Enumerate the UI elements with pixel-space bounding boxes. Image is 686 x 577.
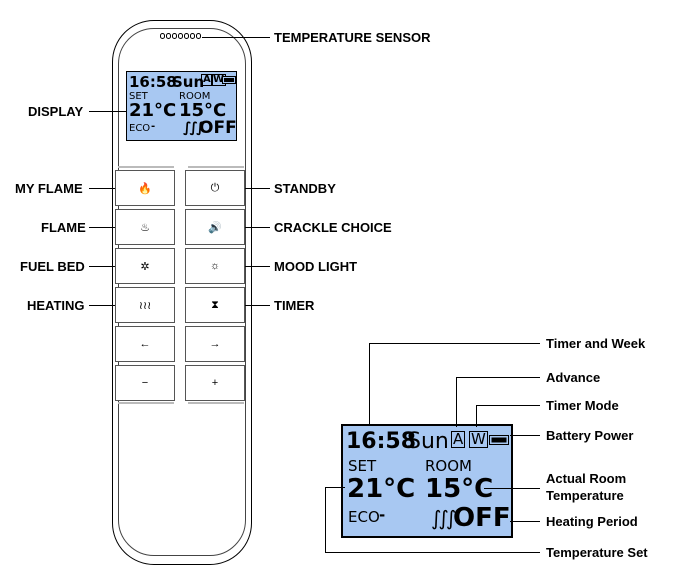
leader-line xyxy=(89,305,115,306)
leader-line xyxy=(245,266,270,267)
fuel-bed-icon: ✲ xyxy=(140,260,150,273)
callout-line xyxy=(325,552,540,553)
callout-line xyxy=(476,405,540,406)
label-heating: HEATING xyxy=(27,298,85,313)
flame-outline-icon: ♨ xyxy=(140,221,150,234)
crackle-choice-button[interactable]: 🔊 xyxy=(185,209,245,245)
leader-line xyxy=(245,227,270,228)
callout-temperature-set: Temperature Set xyxy=(546,545,648,560)
display-advance-flag: A xyxy=(201,74,213,86)
callout-advance: Advance xyxy=(546,370,601,385)
left-arrow-button[interactable]: ← xyxy=(115,326,175,362)
hourglass-icon: ⧗ xyxy=(211,298,219,311)
callout-actual-room-line2: Temperature xyxy=(546,488,624,503)
speaker-icon: 🔊 xyxy=(208,221,222,234)
mood-light-icon: ☼ xyxy=(209,260,221,272)
callout-line xyxy=(476,405,477,427)
heat-waves-icon: ∫∫∫ xyxy=(431,506,456,530)
left-arrow-icon: ← xyxy=(139,338,151,350)
detail-time: 16:58 xyxy=(346,429,417,454)
callout-heating-period: Heating Period xyxy=(546,514,638,529)
plus-button[interactable]: + xyxy=(185,365,245,401)
label-mood-light: MOOD LIGHT xyxy=(274,259,358,274)
label-crackle-choice: CRACKLE CHOICE xyxy=(274,220,392,235)
leader-line xyxy=(89,227,115,228)
timer-button[interactable]: ⧗ xyxy=(185,287,245,323)
leader-line xyxy=(202,37,270,38)
display-time: 16:58 xyxy=(129,73,177,91)
right-arrow-button[interactable]: → xyxy=(185,326,245,362)
callout-line xyxy=(369,343,540,344)
display-day: Sun xyxy=(172,73,205,91)
remote-display: 16:58 Sun A W SET ROOM 21°C 15°C ECO - ∫… xyxy=(126,71,237,141)
battery-icon xyxy=(489,435,509,445)
minus-icon: − xyxy=(141,377,149,389)
detail-room-label: ROOM xyxy=(425,457,472,475)
callout-battery-power: Battery Power xyxy=(546,428,634,443)
detail-eco: ECO xyxy=(348,508,380,526)
flame-icon: 🔥 xyxy=(138,182,152,195)
power-icon: ⏻ xyxy=(210,181,220,194)
label-standby: STANDBY xyxy=(274,181,336,196)
flame-button[interactable]: ♨ xyxy=(115,209,175,245)
callout-line xyxy=(325,487,326,553)
standby-button[interactable]: ⏻ xyxy=(185,170,245,206)
display-room-temp: 15°C xyxy=(179,100,227,121)
separator xyxy=(188,166,244,168)
label-display: DISPLAY xyxy=(28,104,84,119)
leader-line xyxy=(89,188,115,189)
display-heating-period: OFF xyxy=(199,118,237,138)
callout-actual-room-line1: Actual Room xyxy=(546,471,627,486)
my-flame-button[interactable]: 🔥 xyxy=(115,170,175,206)
right-arrow-icon: → xyxy=(209,338,221,350)
label-fuel-bed: FUEL BED xyxy=(20,259,85,274)
callout-line xyxy=(369,343,370,426)
display-set-label: SET xyxy=(129,91,148,102)
leader-line xyxy=(89,266,115,267)
temperature-sensor xyxy=(160,33,202,42)
callout-line xyxy=(510,435,540,436)
callout-timer-and-week: Timer and Week xyxy=(546,336,646,351)
display-detail: 16:58 Sun A W SET ROOM 21°C 15°C ECO - ∫… xyxy=(341,424,513,538)
detail-set-label: SET xyxy=(348,457,377,475)
label-timer: TIMER xyxy=(274,298,315,313)
label-flame: FLAME xyxy=(41,220,86,235)
display-set-temp: 21°C xyxy=(129,100,177,121)
battery-icon xyxy=(222,76,236,84)
label-my-flame: MY FLAME xyxy=(15,181,83,196)
detail-set-temp: 21°C xyxy=(347,474,416,504)
detail-timer-mode-flag: W xyxy=(469,430,488,448)
minus-button[interactable]: − xyxy=(115,365,175,401)
leader-line xyxy=(89,111,126,112)
fuel-bed-button[interactable]: ✲ xyxy=(115,248,175,284)
separator xyxy=(118,402,174,404)
mood-light-button[interactable]: ☼ xyxy=(185,248,245,284)
detail-room-temp: 15°C xyxy=(425,474,494,504)
heat-waves-icon: ∫∫∫ xyxy=(183,120,205,136)
label-temperature-sensor: TEMPERATURE SENSOR xyxy=(274,30,431,45)
separator xyxy=(188,402,244,404)
eco-dash: - xyxy=(151,121,156,132)
callout-line xyxy=(510,521,540,522)
display-room-label: ROOM xyxy=(179,91,211,102)
callout-timer-mode: Timer Mode xyxy=(546,398,619,413)
heating-button[interactable]: ≀≀≀ xyxy=(115,287,175,323)
heat-waves-icon: ≀≀≀ xyxy=(138,299,152,312)
display-eco: ECO xyxy=(129,123,151,134)
eco-dash: - xyxy=(379,506,386,524)
callout-line xyxy=(484,488,540,489)
callout-line xyxy=(456,377,540,378)
callout-line xyxy=(456,377,457,427)
leader-line xyxy=(245,188,270,189)
separator xyxy=(118,166,174,168)
callout-line xyxy=(325,487,345,488)
plus-icon: + xyxy=(211,377,219,389)
leader-line xyxy=(245,305,270,306)
detail-day: Sun xyxy=(407,429,449,454)
detail-heating-period: OFF xyxy=(453,503,511,533)
detail-advance-flag: A xyxy=(451,430,466,448)
